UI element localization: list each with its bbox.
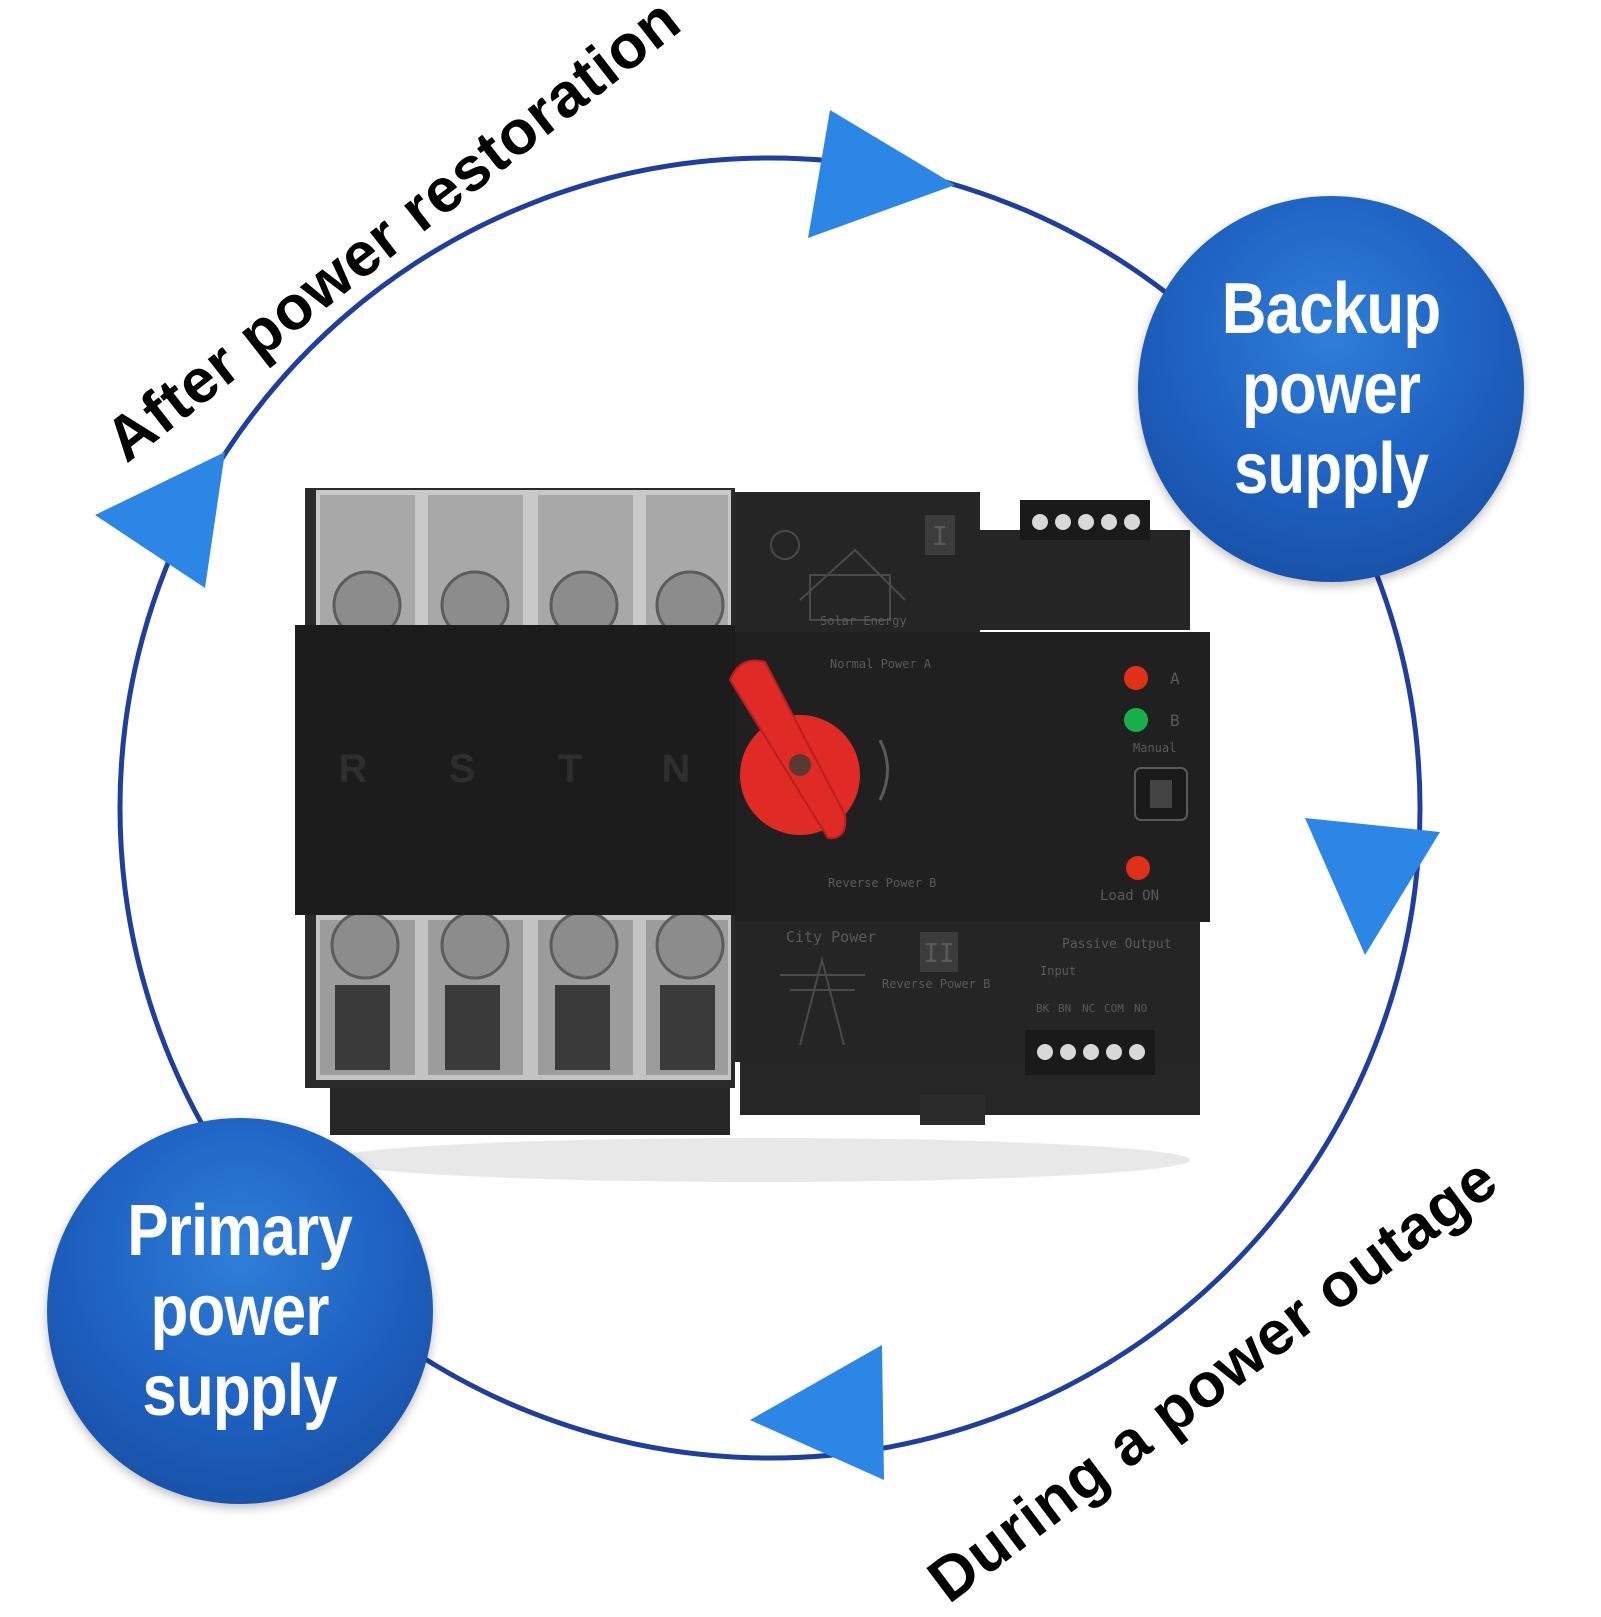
indicator-a-label: A — [1170, 669, 1180, 688]
cycle-circle — [117, 155, 1423, 1461]
phase-label: N — [662, 747, 691, 791]
manual-label: Manual — [1133, 741, 1176, 755]
terminal-label: BK — [1036, 1002, 1050, 1015]
solar-energy-label: Solar Energy — [820, 614, 907, 628]
load-on-label: Load ON — [1100, 888, 1159, 904]
terminal-label: NO — [1134, 1002, 1147, 1015]
phase-label: S — [449, 747, 476, 791]
terminal-label: NC — [1082, 1002, 1095, 1015]
backup-power-text: Backup power supply — [1221, 269, 1441, 509]
led-a — [1124, 666, 1148, 690]
input-label: Input — [1040, 964, 1076, 978]
arrow-icon — [750, 1345, 884, 1480]
switch-handle[interactable] — [728, 659, 847, 840]
terminal-labels: BK BN NC COM NO — [1036, 1002, 1147, 1015]
roman-top: I — [932, 522, 948, 552]
solar-house-icon — [770, 530, 906, 621]
indicator-b-label: B — [1170, 711, 1180, 730]
arrow-icon — [1305, 818, 1440, 955]
terminal-label: BN — [1058, 1002, 1071, 1015]
led-load — [1126, 856, 1150, 880]
phase-label: R — [339, 747, 368, 791]
phase-label: T — [558, 747, 582, 791]
transfer-switch-device: I II Solar Energy City Power Reverse Pow… — [295, 488, 1210, 1182]
reverse-power-b-label: Reverse Power B — [828, 876, 936, 890]
arrow-icon — [95, 452, 225, 588]
rotation-arrow-icon — [878, 739, 889, 801]
terminal-label: COM — [1104, 1002, 1124, 1015]
backup-power-bubble: Backup power supply — [1138, 196, 1524, 582]
city-power-label: City Power — [786, 928, 876, 946]
normal-power-a-label: Normal Power A — [830, 657, 932, 671]
led-b — [1124, 708, 1148, 732]
primary-power-bubble: Primary power supply — [47, 1118, 433, 1504]
roman-bottom: II — [923, 939, 954, 969]
reverse-power-b-label-2: Reverse Power B — [882, 977, 990, 991]
primary-power-text: Primary power supply — [127, 1191, 353, 1431]
passive-output-label: Passive Output — [1062, 937, 1172, 952]
power-tower-icon — [780, 956, 865, 1046]
phase-labels: R S T N — [339, 747, 691, 791]
arrow-icon — [808, 110, 955, 238]
